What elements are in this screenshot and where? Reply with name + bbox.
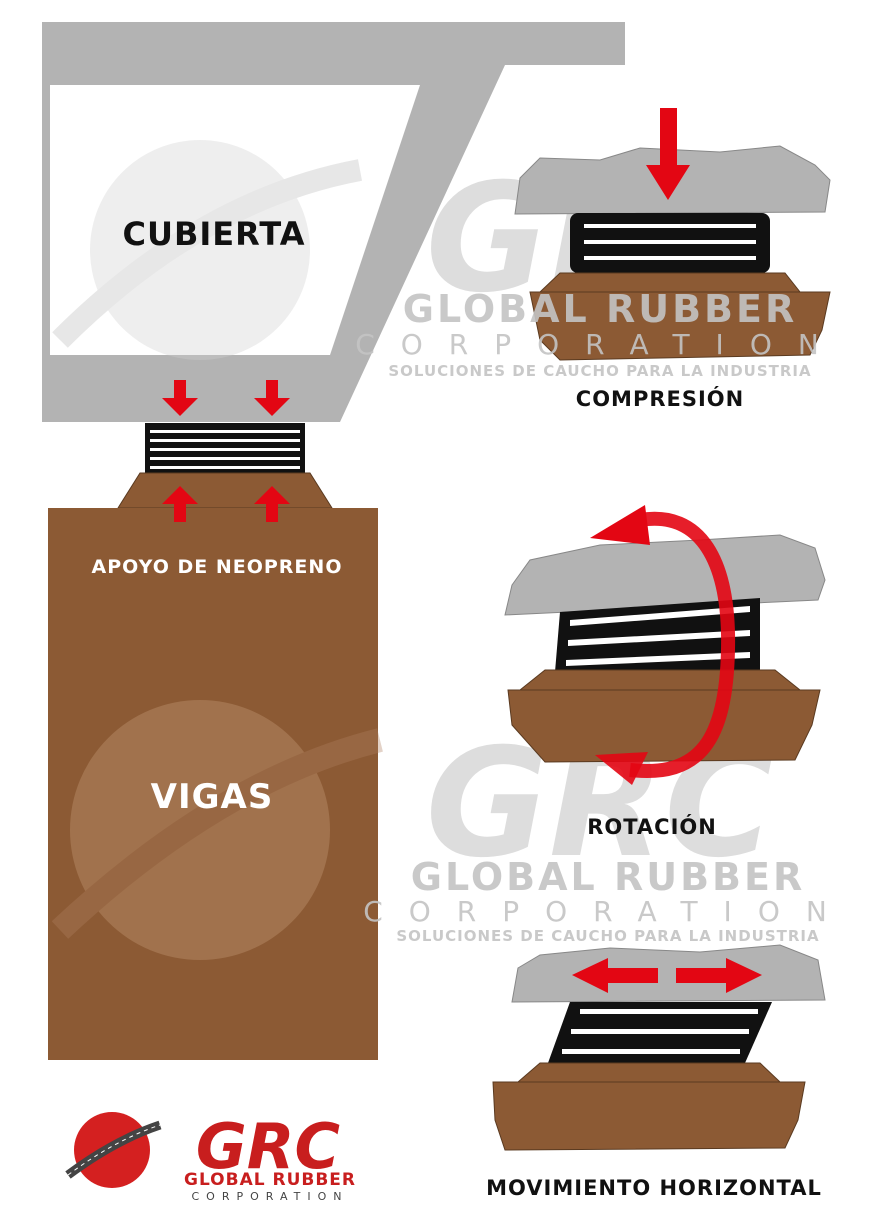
arrow-right-icon [676,958,762,993]
arrow-down-icon [646,108,690,200]
watermark-tagline: SOLUCIONES DE CAUCHO PARA LA INDUSTRIA [396,927,819,945]
watermark-sub: CORPORATION [363,895,853,928]
horizontal-label: MOVIMIENTO HORIZONTAL [486,1176,822,1200]
company-logo: GRC GLOBAL RUBBER CORPORATION [65,1110,356,1203]
arrow-head-icon [595,752,648,785]
bearing-label: APOYO DE NEOPRENO [92,556,343,578]
rotation-arrow [629,511,736,778]
horizontal-illustration [492,944,826,1151]
compression-illustration [514,108,831,361]
watermark-name: GLOBAL RUBBER [403,287,797,331]
arrow-head-icon [590,505,650,545]
rotation-illustration [504,505,826,785]
watermark: GLOBAL RUBBER CORPORATION SOLUCIONES DE … [355,287,853,945]
arrow-left-icon [572,958,658,993]
arrow-up-icon [254,486,290,522]
arrow-down-icon [254,380,290,416]
arrow-up-icon [162,486,198,522]
arrow-down-icon [162,380,198,416]
beams-label: VIGAS [151,777,274,817]
watermark-tagline: SOLUCIONES DE CAUCHO PARA LA INDUSTRIA [388,362,811,380]
pedestal [117,472,333,509]
beam-column [48,508,378,1060]
logo-name: GLOBAL RUBBER [184,1170,356,1190]
main-bearing [145,423,305,473]
watermark-globe [51,140,383,960]
watermark-name: GLOBAL RUBBER [411,855,805,899]
watermark-sub: CORPORATION [355,328,845,361]
rotation-label: ROTACIÓN [587,814,717,839]
deck-interior [50,85,420,355]
deck-label: CUBIERTA [123,215,306,253]
compression-label: COMPRESIÓN [576,386,744,411]
logo-sub: CORPORATION [192,1190,349,1203]
logo-mark: GRC [196,1110,340,1183]
load-arrows [162,380,290,522]
